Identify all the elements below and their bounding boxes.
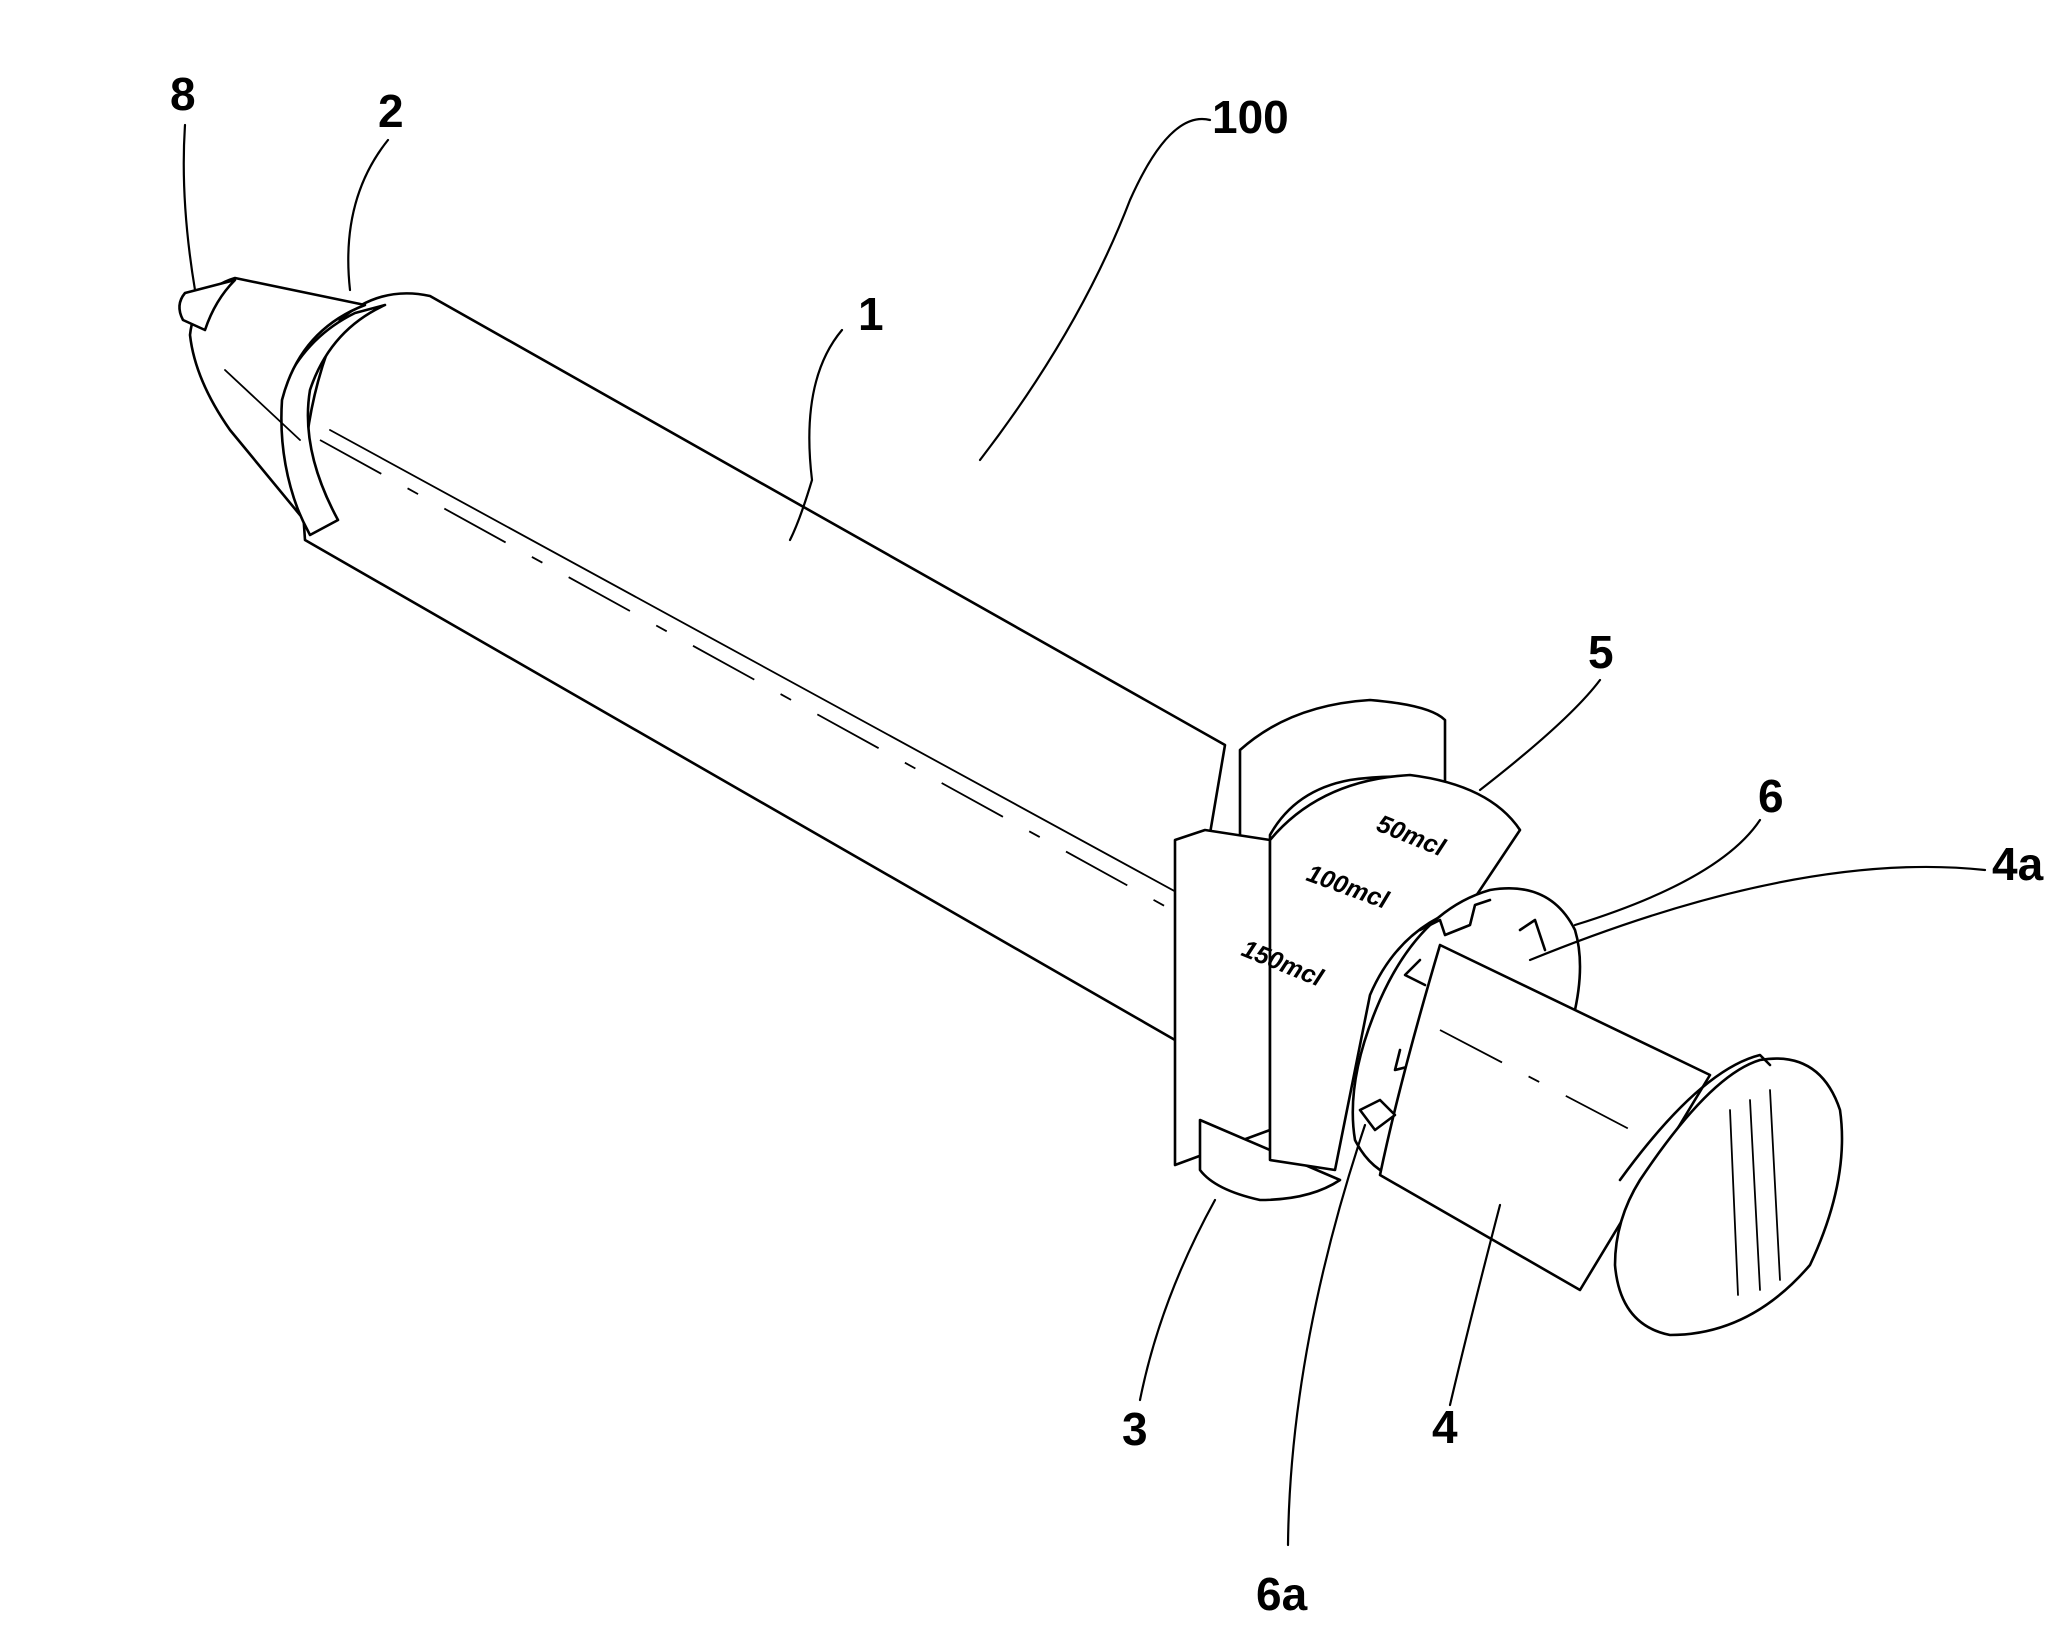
label-3: 3: [1122, 1403, 1148, 1455]
label-5: 5: [1588, 626, 1614, 678]
label-6: 6: [1758, 770, 1784, 822]
barrel: [303, 293, 1225, 1040]
label-4: 4: [1432, 1401, 1458, 1453]
label-2: 2: [378, 85, 404, 137]
label-4a: 4a: [1992, 838, 2044, 890]
label-100: 100: [1212, 91, 1289, 143]
label-8: 8: [170, 68, 196, 120]
label-6a: 6a: [1256, 1568, 1308, 1620]
label-1: 1: [858, 288, 884, 340]
